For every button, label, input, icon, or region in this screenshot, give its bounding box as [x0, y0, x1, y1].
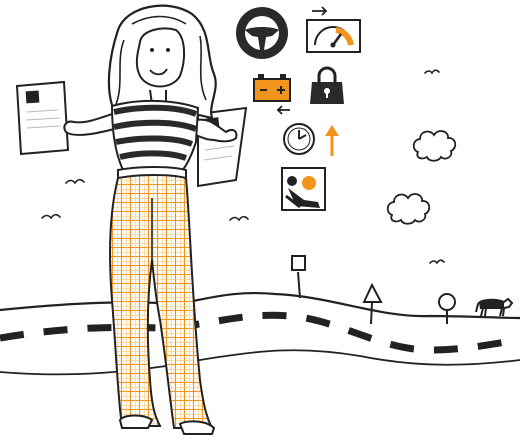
arrow-up-icon [325, 125, 339, 156]
car-battery-icon [253, 74, 291, 115]
padlock-icon [310, 66, 344, 104]
small-tree [438, 293, 456, 324]
bird [229, 215, 249, 222]
bird [41, 213, 61, 220]
plaid-trousers [109, 174, 214, 429]
cow [475, 297, 514, 317]
road-center-dashes [0, 311, 520, 354]
document-left [15, 80, 70, 156]
bird [65, 178, 85, 185]
cloud [412, 130, 457, 162]
square-sign [291, 255, 306, 299]
shoe [118, 414, 154, 429]
road-signs [291, 255, 456, 325]
woman-figure [63, 4, 238, 435]
bird [424, 69, 440, 75]
cloud [386, 193, 431, 225]
road-top-edge [0, 291, 520, 320]
road-bottom-edge [0, 349, 520, 376]
face [135, 27, 186, 88]
clouds [386, 130, 457, 225]
road [0, 291, 520, 376]
speedometer-icon [306, 6, 361, 53]
triangle-sign [362, 282, 383, 325]
shoe [178, 420, 216, 435]
steering-wheel-icon [236, 7, 288, 59]
driver-seat-icon [281, 167, 326, 211]
bird [429, 259, 445, 265]
clock-icon [283, 123, 315, 155]
birds [41, 69, 445, 265]
